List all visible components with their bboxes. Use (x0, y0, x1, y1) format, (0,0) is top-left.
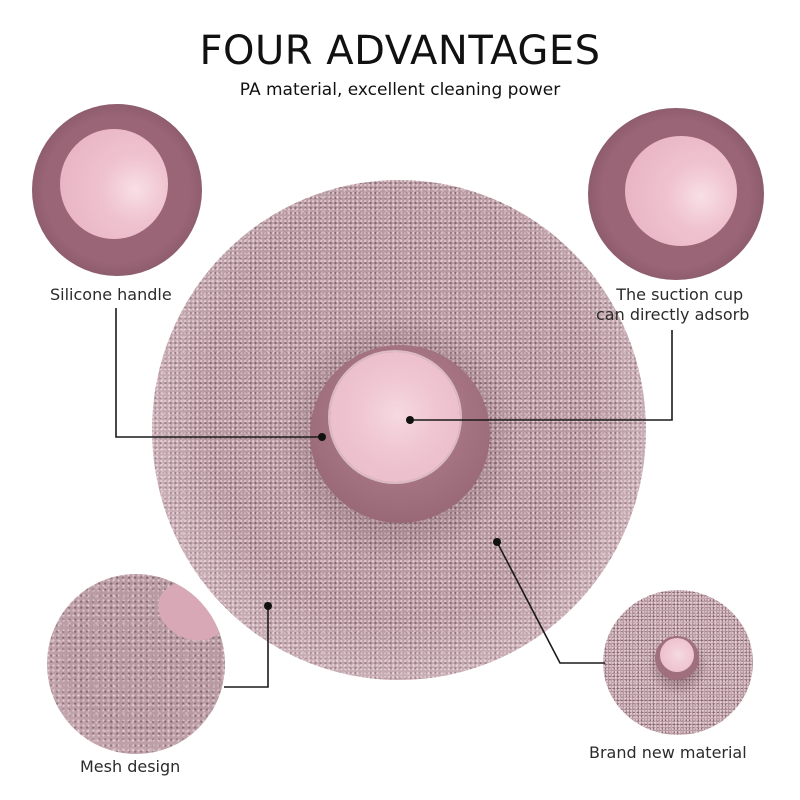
silicone-handle-label: Silicone handle (50, 285, 172, 304)
mesh-design-label: Mesh design (80, 757, 181, 776)
center-suction-cup (330, 352, 460, 482)
silicone-handle-detail-image (32, 104, 202, 276)
mesh-design-detail-image (47, 574, 225, 754)
suction-cup-label-line2: can directly adsorb (596, 305, 750, 324)
page-title: FOUR ADVANTAGES (199, 28, 601, 74)
brand-new-material-label: Brand new material (589, 743, 747, 762)
main-sponge-image (152, 180, 646, 680)
suction-cup-label: The suction cup can directly adsorb (596, 285, 749, 325)
page-subtitle: PA material, excellent cleaning power (239, 80, 561, 100)
brand-new-material-detail-image (603, 590, 753, 735)
suction-cup-detail-image (588, 108, 764, 280)
suction-cup-label-line1: The suction cup (616, 285, 744, 304)
